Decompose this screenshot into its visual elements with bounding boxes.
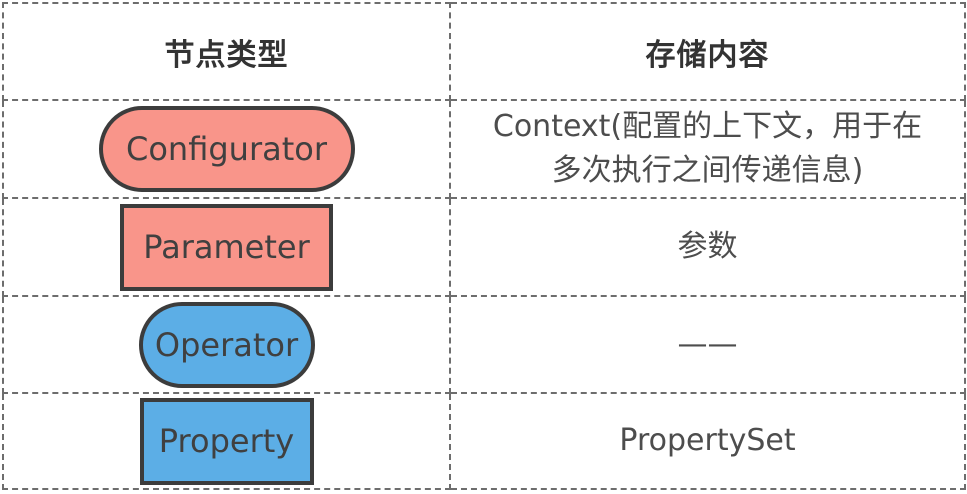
- node-cell: Property: [2, 392, 451, 490]
- header-cell-node-type: 节点类型: [2, 2, 451, 101]
- header-row: 节点类型 存储内容: [2, 2, 966, 101]
- table-row: Parameter 参数: [2, 197, 966, 297]
- content-cell: PropertySet: [449, 392, 966, 490]
- content-line: 多次执行之间传递信息): [551, 153, 864, 188]
- node-cell: Parameter: [2, 197, 451, 297]
- content-text: 参数: [677, 229, 738, 264]
- header-stored-content: 存储内容: [645, 37, 770, 73]
- operator-node: Operator: [138, 301, 315, 388]
- content-cell: 参数: [449, 197, 966, 297]
- node-cell: Operator: [2, 295, 451, 394]
- property-node: Property: [139, 397, 314, 485]
- node-cell: Configurator: [2, 99, 451, 199]
- node-label: Parameter: [143, 228, 310, 266]
- node-label: Property: [158, 422, 295, 460]
- node-label: Operator: [154, 325, 299, 364]
- parameter-node: Parameter: [120, 203, 333, 291]
- table-row: Operator ——: [2, 295, 966, 394]
- table-row: Property PropertySet: [2, 392, 966, 490]
- content-text: ——: [677, 326, 738, 362]
- header-node-type: 节点类型: [164, 37, 289, 73]
- node-label: Configurator: [126, 130, 327, 168]
- configurator-node: Configurator: [98, 106, 355, 192]
- content-line: Context(配置的上下文，用于在: [492, 109, 923, 144]
- content-text: PropertySet: [619, 423, 796, 458]
- content-cell: ——: [449, 295, 966, 394]
- table-row: Configurator Context(配置的上下文，用于在 多次执行之间传递…: [2, 99, 966, 199]
- content-text: Context(配置的上下文，用于在 多次执行之间传递信息): [451, 105, 964, 193]
- header-cell-content: 存储内容: [449, 2, 966, 101]
- content-cell: Context(配置的上下文，用于在 多次执行之间传递信息): [449, 99, 966, 199]
